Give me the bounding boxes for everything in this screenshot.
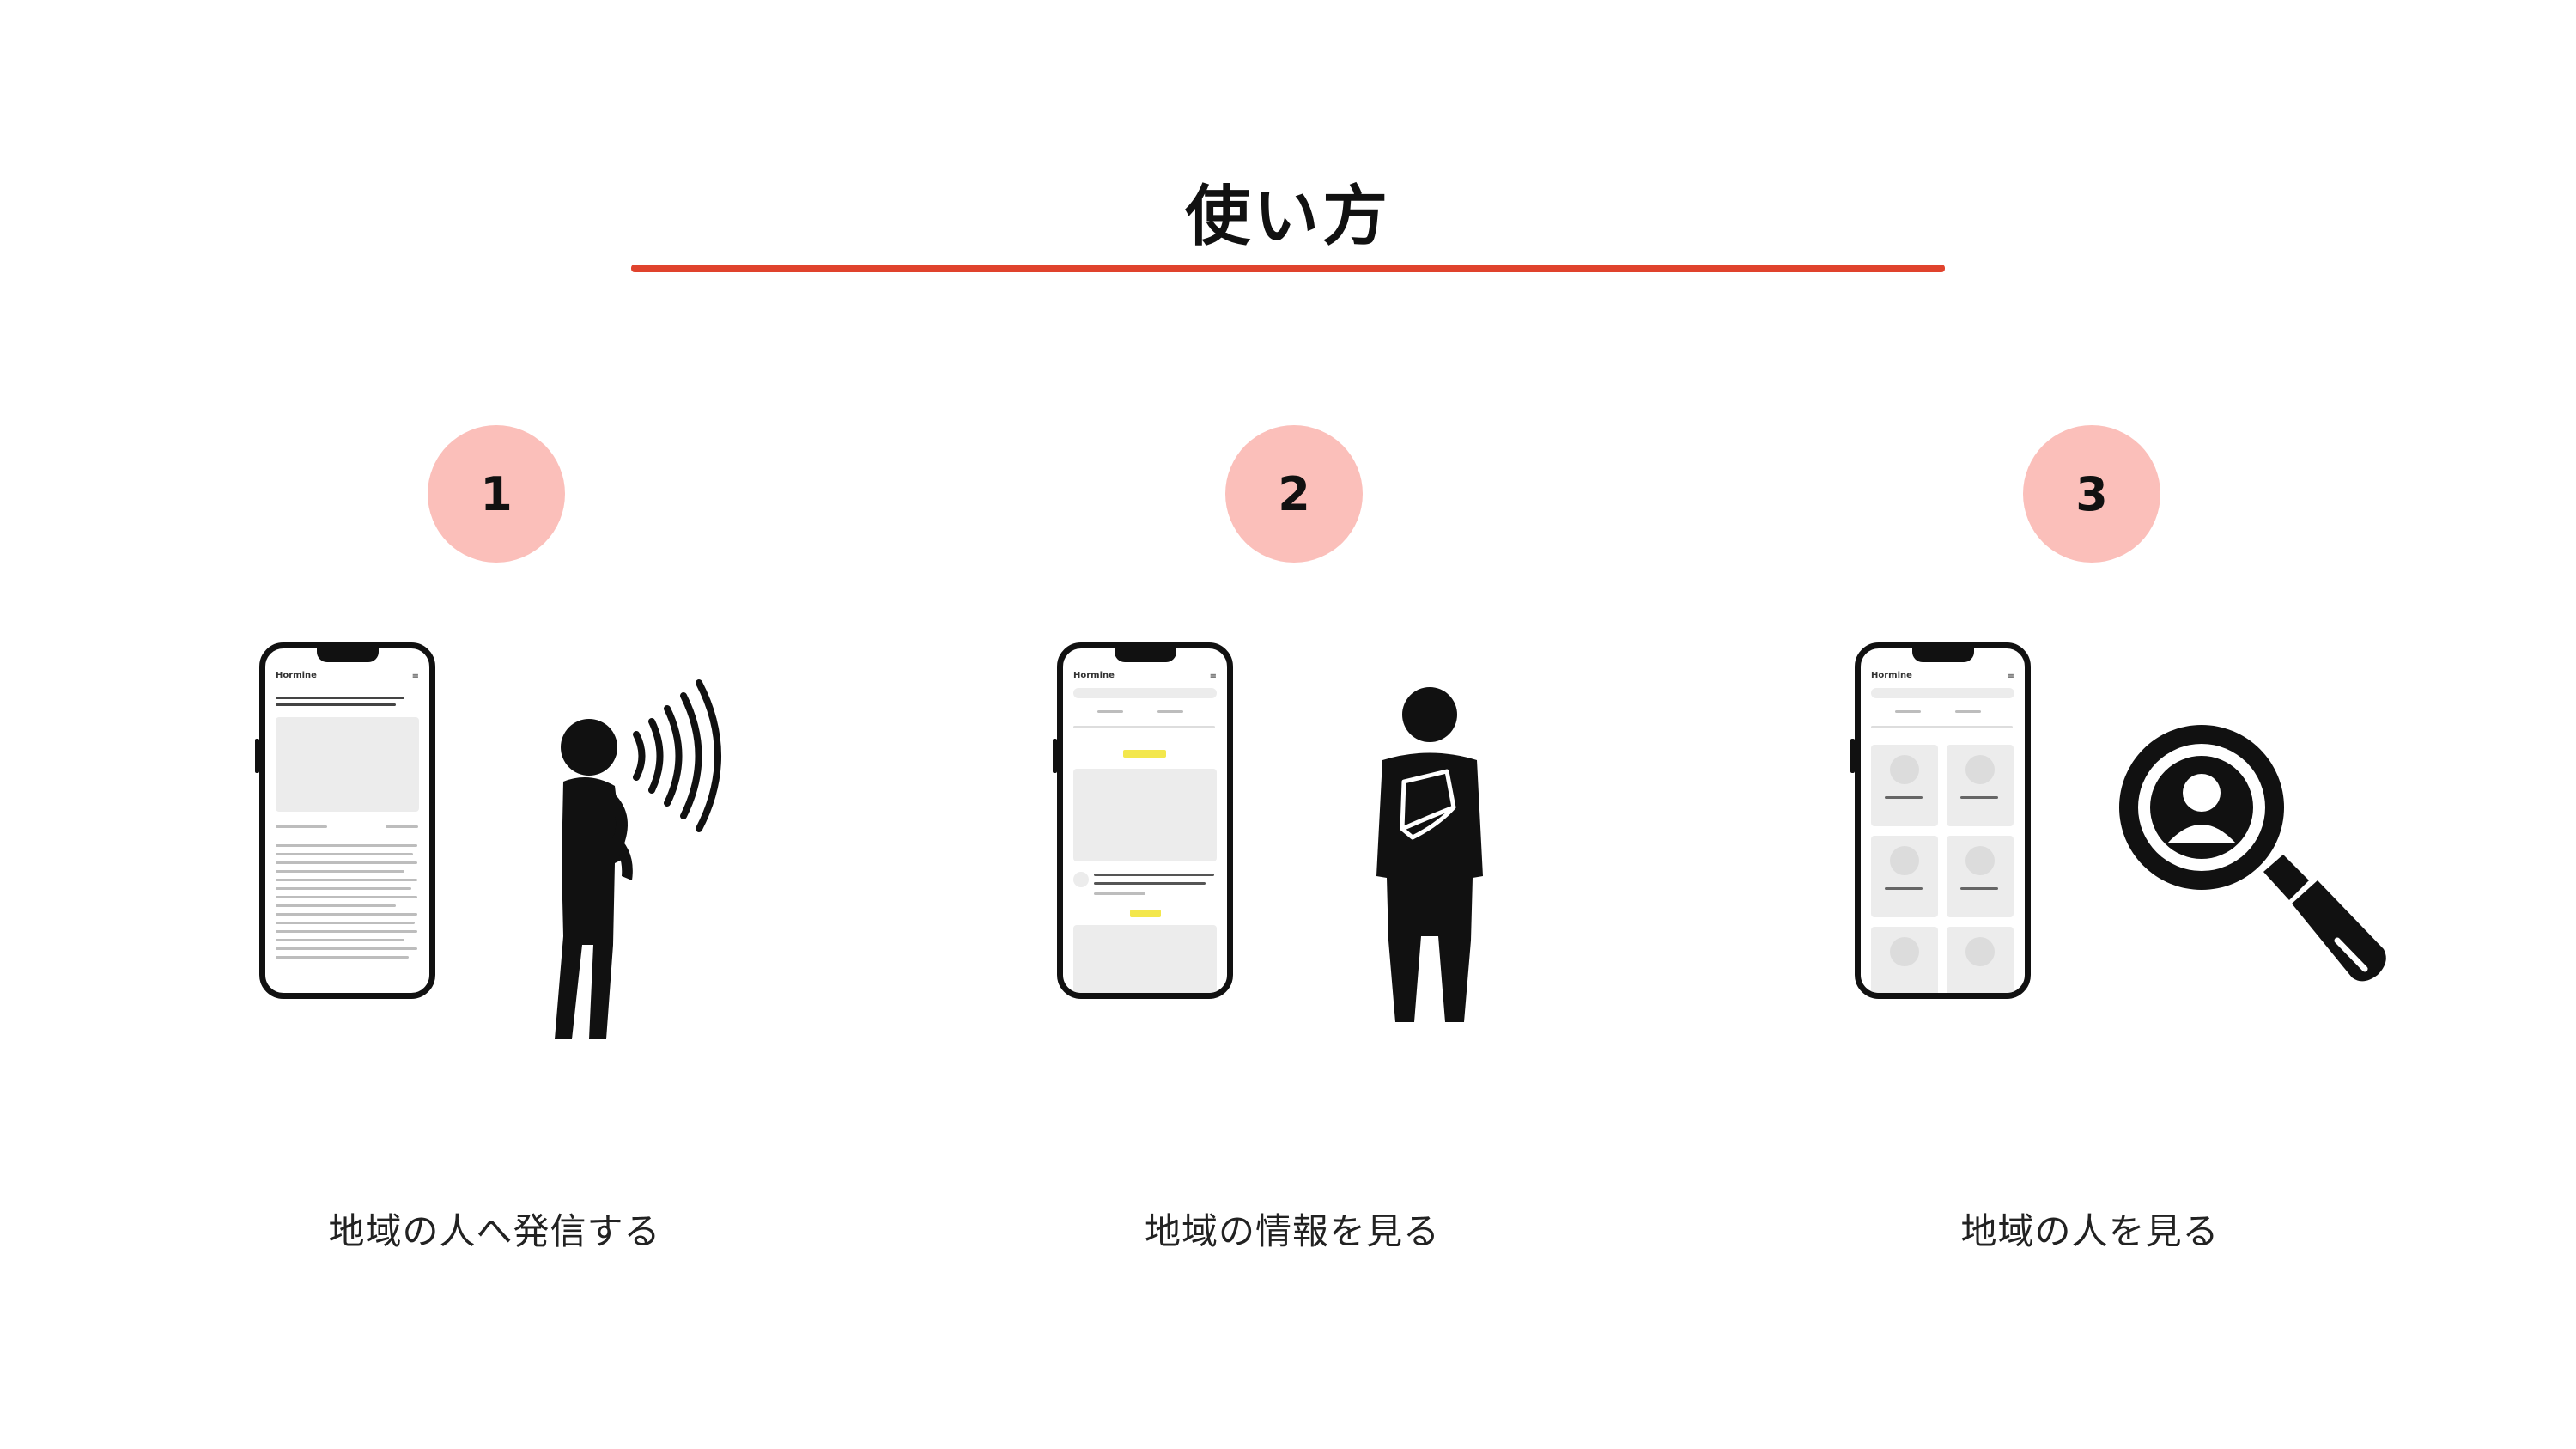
step-caption: 地域の情報を見る bbox=[1144, 1210, 1440, 1252]
phone-mockup-post: Hormine ≡ bbox=[259, 642, 435, 999]
phone-notch bbox=[317, 648, 379, 662]
page-title: 使い方 bbox=[1185, 178, 1391, 254]
menu-icon: ≡ bbox=[411, 671, 419, 680]
app-header: Hormine ≡ bbox=[1871, 671, 2014, 683]
step-2: 2 Hormine ≡ 地域の情報を見る bbox=[863, 0, 1722, 1449]
search-bar-placeholder bbox=[1871, 688, 2014, 698]
app-name: Hormine bbox=[1073, 671, 1115, 680]
step-3: 3 Hormine ≡ bbox=[1661, 0, 2519, 1449]
person-holding-phone-icon bbox=[1376, 687, 1483, 1022]
phone-notch bbox=[1912, 648, 1974, 662]
phone-mockup-feed: Hormine ≡ bbox=[1057, 642, 1233, 999]
app-name: Hormine bbox=[1871, 671, 1912, 680]
step-1: 1 Hormine ≡ bbox=[65, 0, 924, 1449]
step-number-badge: 2 bbox=[1225, 425, 1363, 563]
step-number-badge: 3 bbox=[2023, 425, 2160, 563]
feed-image-placeholder bbox=[1073, 769, 1217, 861]
phone-mockup-people: Hormine ≡ bbox=[1855, 642, 2031, 999]
step-caption: 地域の人へ発信する bbox=[328, 1210, 661, 1252]
person-speaking-icon bbox=[555, 679, 721, 1039]
menu-icon: ≡ bbox=[1209, 671, 1217, 680]
app-header: Hormine ≡ bbox=[1073, 671, 1217, 683]
feed-image-placeholder-2 bbox=[1073, 925, 1217, 993]
step-number-badge: 1 bbox=[428, 425, 565, 563]
app-header: Hormine ≡ bbox=[276, 671, 419, 683]
post-image-placeholder bbox=[276, 717, 419, 812]
app-name: Hormine bbox=[276, 671, 317, 680]
phone-notch bbox=[1115, 648, 1176, 662]
search-bar-placeholder bbox=[1073, 688, 1217, 698]
step-caption: 地域の人を見る bbox=[1960, 1210, 2220, 1252]
search-person-icon bbox=[2119, 725, 2386, 982]
title-underline bbox=[631, 265, 1945, 272]
menu-icon: ≡ bbox=[2007, 671, 2014, 680]
